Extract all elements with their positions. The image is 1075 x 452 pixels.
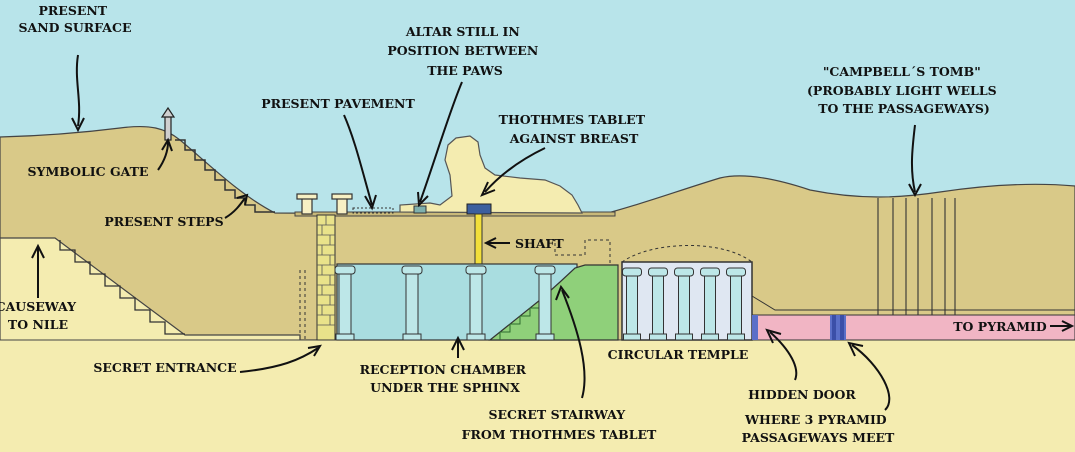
causeway-steps	[59, 240, 185, 335]
label-circular-temple: CIRCULAR TEMPLE	[608, 347, 749, 362]
label-secret-entrance: SECRET ENTRANCE	[93, 360, 236, 375]
label-passageways-meet: WHERE 3 PYRAMID PASSAGEWAYS MEET	[742, 412, 895, 445]
secret-entrance-shaft	[299, 214, 336, 341]
sphinx	[399, 135, 583, 214]
present-steps	[175, 139, 275, 213]
column	[648, 267, 668, 341]
temple-dome-outline	[621, 244, 753, 263]
column	[674, 267, 694, 341]
column	[726, 267, 746, 341]
column	[465, 265, 487, 341]
pyramid-passage	[751, 295, 1075, 341]
column	[534, 265, 556, 341]
dashed-stair-outline	[540, 239, 611, 265]
label-secret-stairway: SECRET STAIRWAY FROM THOTHMES TABLET	[462, 407, 657, 442]
vertical-shaft	[474, 213, 483, 265]
label-shaft: SHAFT	[515, 236, 564, 251]
label-hidden-door: HIDDEN DOOR	[748, 387, 856, 402]
label-reception-chamber: RECEPTION CHAMBER UNDER THE SPHINX	[360, 362, 531, 395]
label-to-pyramid: TO PYRAMID	[953, 319, 1047, 334]
column	[622, 267, 642, 341]
diagram-labels: PRESENT SAND SURFACE ALTAR STILL IN POSI…	[0, 3, 1047, 445]
altar	[413, 205, 427, 214]
annotation-arrows	[31, 54, 1075, 411]
chamber-columns	[334, 265, 556, 341]
light-wells	[877, 198, 956, 315]
hidden-door	[752, 315, 758, 340]
label-altar: ALTAR STILL IN POSITION BETWEEN THE PAWS	[387, 24, 542, 78]
secret-stairway-steps	[499, 300, 541, 340]
label-symbolic-gate: SYMBOLIC GATE	[28, 164, 149, 179]
bottom-ground	[0, 340, 1075, 452]
label-causeway: CAUSEWAY TO NILE	[0, 299, 80, 332]
label-present-pavement: PRESENT PAVEMENT	[261, 96, 415, 111]
label-campbells-tomb: "CAMPBELL´S TOMB" (PROBABLY LIGHT WELLS …	[807, 64, 1001, 116]
column	[401, 265, 423, 341]
label-thothmes-tablet: THOTHMES TABLET AGAINST BREAST	[499, 112, 650, 146]
thothmes-tablet	[466, 203, 492, 215]
column	[700, 267, 720, 341]
temple-columns	[622, 267, 746, 341]
label-present-sand-surface: PRESENT SAND SURFACE	[19, 3, 132, 35]
label-present-steps: PRESENT STEPS	[104, 214, 223, 229]
column	[334, 265, 356, 341]
